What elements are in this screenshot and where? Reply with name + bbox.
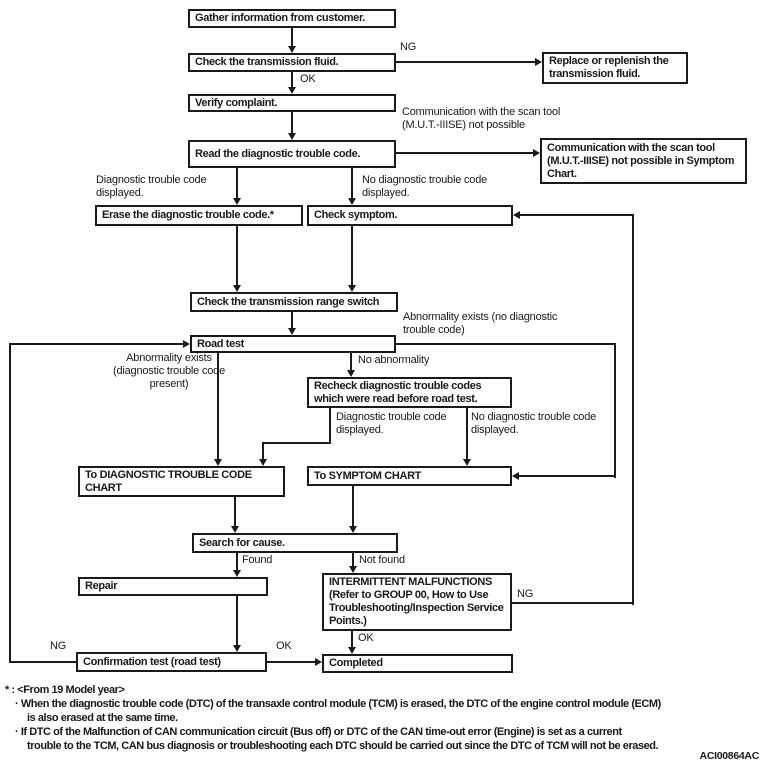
arrowhead-into-checkfluid (288, 46, 296, 53)
node-gather-information: Gather information from customer. (188, 9, 396, 28)
footnote: * : <From 19 Model year> · When the diag… (5, 683, 765, 753)
node-verify-complaint: Verify complaint. (188, 94, 396, 112)
arrowhead-into-roadtest (288, 328, 296, 335)
label-dtc-displayed-1: Diagnostic trouble code displayed. (96, 174, 207, 199)
label-found: Found (242, 554, 273, 566)
label-no-dtc-displayed-1: No diagnostic trouble code displayed. (362, 174, 488, 199)
connector-confirmation-ng-route (9, 344, 11, 663)
connector-readdtc-to-symptom (351, 167, 353, 201)
arrowhead-into-commbox (533, 149, 540, 157)
connector-route-to-symptomchart (519, 475, 616, 477)
node-confirmation-test: Confirmation test (road test) (76, 652, 267, 672)
arrowhead-into-symptomchart-top (463, 459, 471, 466)
arrowhead-into-erase (233, 198, 241, 205)
arrowhead-into-completed-top (348, 647, 356, 654)
footnote-header: * : <From 19 Model year> (5, 684, 125, 696)
label-abnormality-no-dtc: Abnormality exists (no diagnostic troubl… (403, 311, 558, 336)
connector-ngroute-to-roadtest (9, 343, 184, 345)
footnote-line: · If DTC of the Malfunction of CAN commu… (15, 726, 622, 738)
label-ng-fluid: NG (400, 41, 417, 53)
node-road-test: Road test (190, 335, 396, 353)
connector-intermittent-to-completed (351, 631, 353, 650)
label-dtc-displayed-2: Diagnostic trouble code displayed. (336, 411, 447, 436)
node-check-range-switch: Check the transmission range switch (190, 292, 398, 312)
arrowhead-into-recheck (347, 370, 355, 377)
node-search-for-cause: Search for cause. (192, 533, 398, 553)
label-ok-intermittent: OK (358, 632, 374, 644)
node-check-transmission-fluid: Check the transmission fluid. (188, 53, 396, 72)
node-replace-fluid: Replace or replenish the transmission fl… (542, 52, 688, 84)
connector-ng-return-route (632, 215, 634, 605)
label-ng-intermittent: NG (517, 588, 534, 600)
connector-ok-to-completed (267, 661, 315, 663)
arrowhead-into-roadtest-left (183, 340, 190, 348)
connector-search-to-repair (236, 553, 238, 573)
arrowhead-into-verify (288, 87, 296, 94)
arrowhead-into-repair (233, 570, 241, 577)
label-ok-confirmation: OK (276, 640, 292, 652)
node-read-dtc: Read the diagnostic trouble code. (188, 140, 396, 168)
label-ok-fluid: OK (300, 73, 316, 85)
footnote-line: is also erased at the same time. (27, 712, 178, 724)
connector-recheck-branch-horizontal (262, 442, 330, 444)
connector-symptom-to-rangeswitch (351, 226, 353, 288)
connector-branchleft-to-dtcchart (262, 443, 264, 462)
connector-symptomchart-to-search (352, 486, 354, 529)
arrowhead-into-readdtc (288, 133, 296, 140)
connector-verify-to-readdtc (291, 112, 293, 136)
connector-gather-to-checkfluid (291, 27, 293, 49)
arrowhead-into-checksymptom (348, 198, 356, 205)
connector-rangeswitch-to-roadtest (291, 312, 293, 331)
label-comm-scan-tool: Communication with the scan tool (M.U.T.… (402, 106, 561, 131)
node-completed: Completed (322, 654, 513, 673)
connector-recheck-to-symptomchart (466, 408, 468, 462)
node-recheck-dtc: Recheck diagnostic trouble codes which w… (307, 377, 512, 408)
arrowhead-into-completed-left (315, 658, 322, 666)
arrowhead-into-search-right (349, 526, 357, 533)
arrowhead-into-rangeswitch-left (233, 285, 241, 292)
footnote-line: trouble to the TCM, CAN bus diagnosis or… (27, 740, 659, 752)
node-repair: Repair (78, 577, 268, 596)
arrowhead-into-symptomchart-right (512, 472, 519, 480)
footnote-line: · When the diagnostic trouble code (DTC)… (15, 698, 661, 710)
arrowhead-into-confirmation (233, 645, 241, 652)
arrowhead-into-dtcchart-right (259, 459, 267, 466)
connector-checkfluid-to-verify (291, 72, 293, 90)
node-to-dtc-chart: To DIAGNOSTIC TROUBLE CODE CHART (78, 466, 285, 497)
connector-repair-to-confirmation (236, 596, 238, 648)
arrowhead-into-search-left (231, 526, 239, 533)
arrowhead-into-rangeswitch-right (348, 285, 356, 292)
label-not-found: Not found (359, 554, 405, 566)
label-no-abnormality: No abnormality (358, 354, 430, 366)
node-check-symptom: Check symptom. (307, 205, 513, 226)
node-intermittent-malfunctions: INTERMITTENT MALFUNCTIONS (Refer to GROU… (322, 573, 512, 631)
connector-ng-to-replacefluid (396, 61, 536, 63)
label-ng-confirmation: NG (50, 640, 67, 652)
arrowhead-into-replacefluid (535, 58, 542, 66)
label-abnormality-dtc-present: Abnormality exists (diagnostic trouble c… (113, 352, 225, 390)
figure-code: ACI00864AC (699, 750, 760, 762)
connector-roadtest-to-recheck (350, 353, 352, 374)
node-erase-dtc: Erase the diagnostic trouble code.* (95, 205, 303, 226)
connector-search-to-intermittent (352, 553, 354, 569)
arrowhead-into-dtcchart-left (214, 459, 222, 466)
connector-confirmation-ng-left (9, 661, 76, 663)
connector-dtcchart-to-search (234, 497, 236, 529)
connector-roadtest-right (396, 343, 616, 345)
node-communication-not-possible: Communication with the scan tool (M.U.T.… (540, 138, 747, 184)
connector-route-to-checksymptom (520, 214, 634, 216)
connector-intermittent-ng (512, 602, 634, 604)
arrowhead-into-intermittent (349, 566, 357, 573)
connector-readdtc-to-erase (236, 167, 238, 201)
connector-abnormality-route (614, 344, 616, 478)
label-no-dtc-displayed-2: No diagnostic trouble code displayed. (471, 411, 597, 436)
connector-recheck-branch-left (329, 408, 331, 444)
arrowhead-into-checksymptom-right (513, 211, 520, 219)
connector-readdtc-to-commbox (396, 152, 534, 154)
node-to-symptom-chart: To SYMPTOM CHART (307, 466, 512, 486)
connector-erase-to-rangeswitch (236, 226, 238, 288)
connector-roadtest-to-dtcchart (217, 353, 219, 462)
